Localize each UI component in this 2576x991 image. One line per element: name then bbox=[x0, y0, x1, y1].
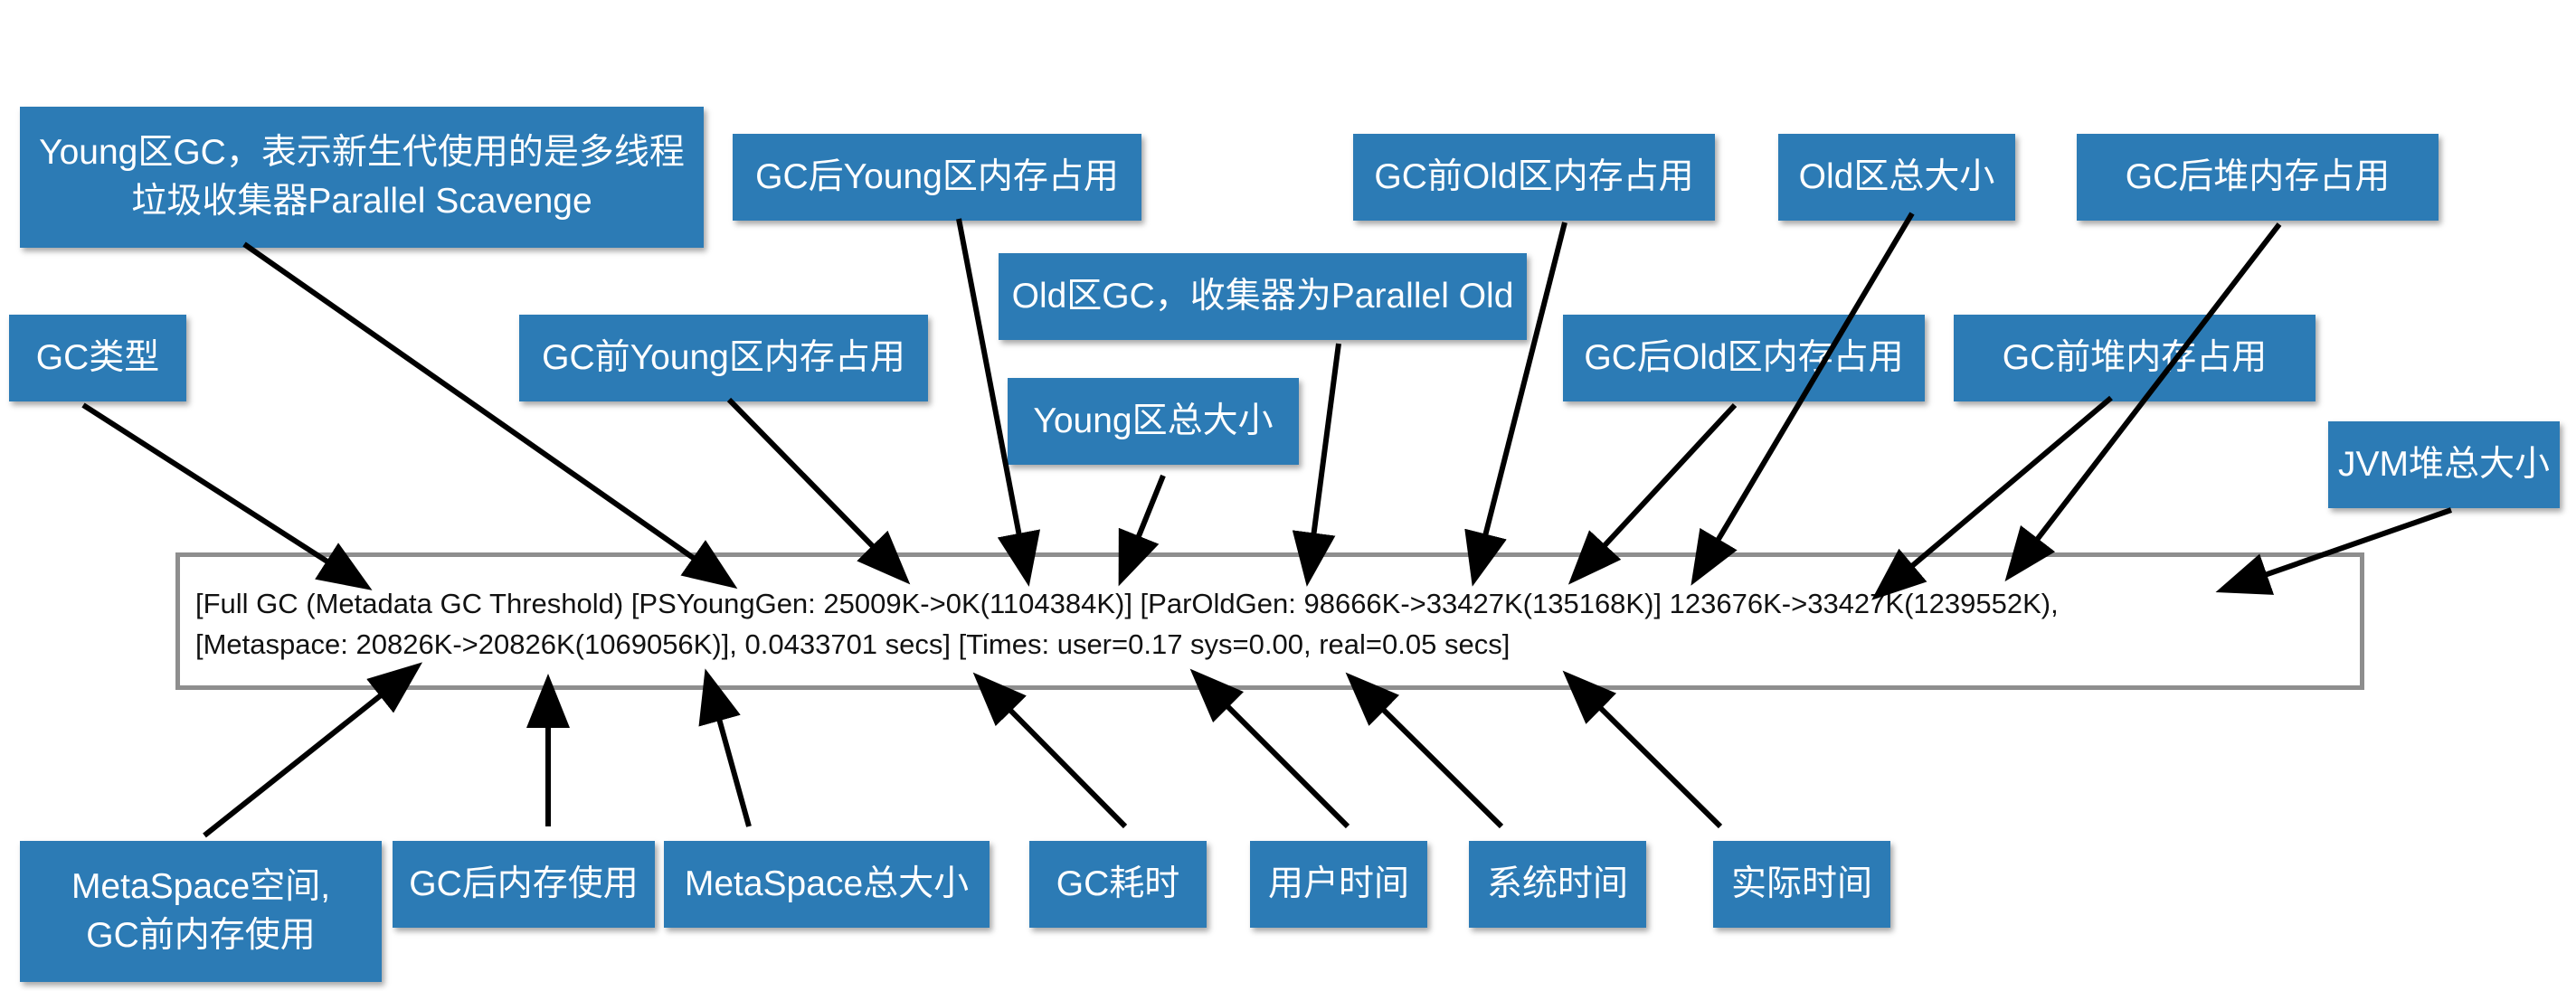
label-metaspace-before: MetaSpace空间, GC前内存使用 bbox=[20, 841, 382, 982]
label-after-usage: GC后内存使用 bbox=[393, 841, 655, 928]
label-metaspace-line1: MetaSpace空间, bbox=[71, 867, 331, 906]
label-heap-before: GC前堆内存占用 bbox=[1954, 315, 2316, 401]
gc-log-line-2: [Metaspace: 20826K->20826K(1069056K)], 0… bbox=[195, 628, 1511, 660]
label-old-gc: Old区GC，收集器为Parallel Old bbox=[999, 253, 1527, 340]
label-gc-type: GC类型 bbox=[9, 315, 186, 401]
arrow-young-gc bbox=[242, 241, 738, 590]
label-young-gc: Young区GC，表示新生代使用的是多线程 垃圾收集器Parallel Scav… bbox=[20, 107, 704, 248]
label-user-time: 用户时间 bbox=[1250, 841, 1427, 928]
gc-log-box: [Full GC (Metadata GC Threshold) [PSYoun… bbox=[175, 552, 2364, 690]
arrow-gc-time bbox=[972, 672, 1128, 829]
arrow-metaspace-total bbox=[698, 668, 752, 827]
arrow-metaspace-before bbox=[203, 662, 423, 838]
arrow-real-time bbox=[1562, 670, 1723, 829]
label-old-total: Old区总大小 bbox=[1778, 134, 2015, 221]
label-young-gc-line2: 垃圾收集器Parallel Scavenge bbox=[131, 182, 592, 221]
label-real-time: 实际时间 bbox=[1713, 841, 1890, 928]
arrow-sys-time bbox=[1345, 672, 1504, 829]
label-young-after: GC后Young区内存占用 bbox=[733, 134, 1141, 221]
label-metaspace-total: MetaSpace总大小 bbox=[664, 841, 990, 928]
label-young-gc-line1: Young区GC，表示新生代使用的是多线程 bbox=[39, 133, 685, 172]
label-sys-time: 系统时间 bbox=[1469, 841, 1646, 928]
label-heap-after: GC后堆内存占用 bbox=[2077, 134, 2439, 221]
label-metaspace-line2: GC前内存使用 bbox=[86, 916, 316, 955]
arrow-old-gc bbox=[1292, 343, 1341, 587]
label-young-total: Young区总大小 bbox=[1008, 378, 1299, 465]
label-jvm-total: JVM堆总大小 bbox=[2328, 421, 2560, 508]
arrow-user-time bbox=[1189, 668, 1350, 829]
label-young-before: GC前Young区内存占用 bbox=[519, 315, 928, 401]
label-gc-time: GC耗时 bbox=[1029, 841, 1207, 928]
gc-log-line-1: [Full GC (Metadata GC Threshold) [PSYoun… bbox=[195, 588, 2059, 619]
label-old-after: GC后Old区内存占用 bbox=[1563, 315, 1925, 401]
label-old-before: GC前Old区内存占用 bbox=[1353, 134, 1715, 221]
